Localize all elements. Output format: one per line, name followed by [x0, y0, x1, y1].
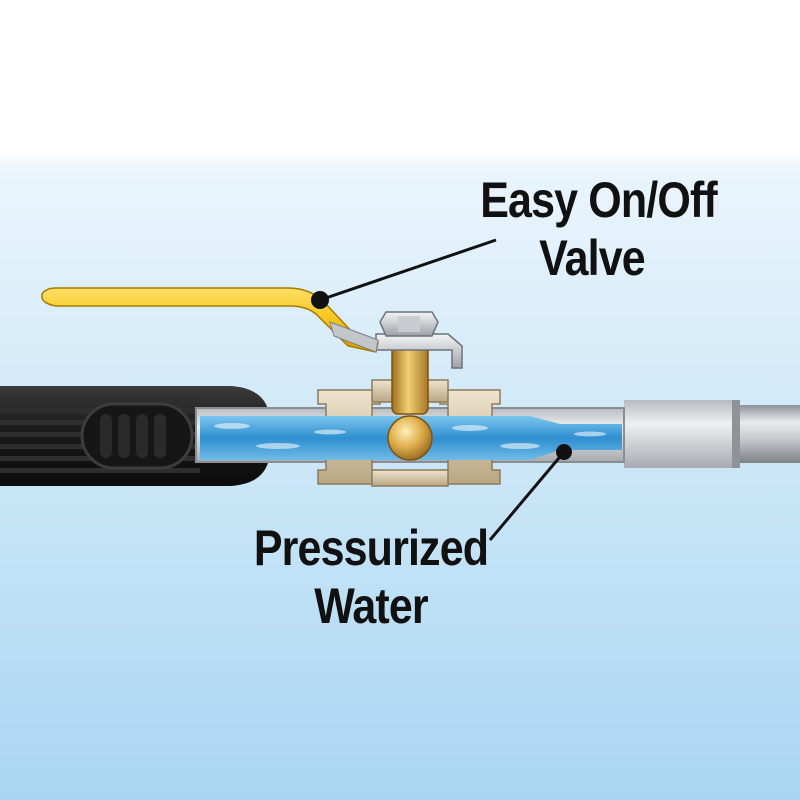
- valve-fittings: [317, 379, 501, 487]
- water-callout-line1: Pressurized: [253, 520, 489, 576]
- pressurized-water: [200, 416, 622, 460]
- valve-handle[interactable]: [41, 287, 379, 353]
- valve-callout-leader: [311, 238, 497, 309]
- water-callout-line2: Water: [314, 577, 428, 634]
- water-callout-label: Pressurized Water: [246, 520, 495, 635]
- metal-wand: [624, 400, 800, 468]
- valve-callout-line1: Easy On/Off: [480, 172, 718, 228]
- brass-stem: [387, 329, 433, 461]
- water-callout-leader: [488, 444, 572, 541]
- valve-callout-line2: Valve: [539, 229, 646, 286]
- valve-nut: [375, 311, 463, 369]
- valve-callout-label: Easy On/Off Valve: [480, 172, 718, 287]
